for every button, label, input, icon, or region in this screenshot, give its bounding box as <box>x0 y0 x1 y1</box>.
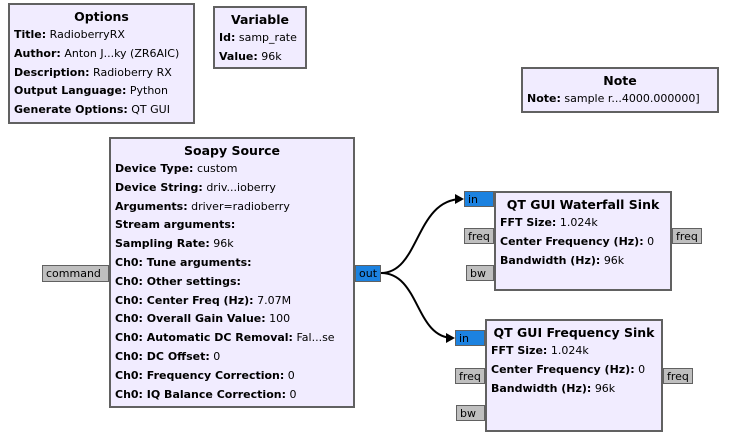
soapy-row: Ch0: Other settings: <box>115 274 241 288</box>
options-row: Description: Radioberry RX <box>14 65 172 79</box>
soapy-source-block[interactable]: Soapy Source Device Type: custom Device … <box>109 137 355 408</box>
options-row: Generate Options: QT GUI <box>14 103 170 117</box>
freqsink-row: Bandwidth (Hz): 96k <box>491 381 616 395</box>
variable-title: Variable <box>230 12 290 27</box>
options-block[interactable]: Options Title: RadioberryRX Author: Anto… <box>8 3 195 124</box>
wire-to-waterfall[interactable] <box>380 198 463 274</box>
waterfall-freq-in-port[interactable]: freq <box>464 228 494 244</box>
soapy-row: Sampling Rate: 96k <box>115 237 234 251</box>
soapy-out-port[interactable]: out <box>355 265 381 282</box>
soapy-command-port[interactable]: command <box>42 265 109 282</box>
variable-row: Id: samp_rate <box>219 31 297 44</box>
waterfall-sink-title: QT GUI Waterfall Sink <box>506 197 660 212</box>
options-row: Output Language: Python <box>14 84 168 98</box>
soapy-row: Ch0: Center Freq (Hz): 7.07M <box>115 293 292 307</box>
options-row: Author: Anton J...ky (ZR6AIC) <box>14 46 180 60</box>
options-row: Title: RadioberryRX <box>14 28 125 41</box>
frequency-sink-block[interactable]: QT GUI Frequency Sink FFT Size: 1.024k C… <box>485 319 663 432</box>
wire-to-freqsink[interactable] <box>380 272 454 339</box>
arrow-head-waterfall <box>455 194 464 204</box>
waterfall-row: Bandwidth (Hz): 96k <box>500 253 625 267</box>
arrow-head-freqsink <box>446 333 455 343</box>
freqsink-freq-out-port[interactable]: freq <box>663 368 693 384</box>
soapy-row: Device String: driv...ioberry <box>115 180 276 194</box>
soapy-source-title: Soapy Source <box>183 143 280 158</box>
waterfall-freq-out-port[interactable]: freq <box>672 228 702 244</box>
freqsink-row: Center Frequency (Hz): 0 <box>491 362 646 376</box>
freqsink-bw-port[interactable]: bw <box>456 405 485 421</box>
variable-row: Value: 96k <box>219 49 282 63</box>
soapy-row: Ch0: DC Offset: 0 <box>115 349 221 363</box>
frequency-sink-title: QT GUI Frequency Sink <box>493 325 655 340</box>
waterfall-row: Center Frequency (Hz): 0 <box>500 234 655 248</box>
waterfall-row: FFT Size: 1.024k <box>500 216 598 229</box>
note-block[interactable]: Note Note: sample r...4000.000000] <box>521 67 719 113</box>
freqsink-row: FFT Size: 1.024k <box>491 344 589 357</box>
freqsink-in-port[interactable]: in <box>455 330 485 346</box>
soapy-row: Ch0: Frequency Correction: 0 <box>115 368 295 382</box>
soapy-row: Stream arguments: <box>115 218 236 232</box>
options-title: Options <box>74 9 129 24</box>
soapy-row: Ch0: Automatic DC Removal: Fal...se <box>115 331 335 345</box>
soapy-row: Device Type: custom <box>115 162 238 175</box>
note-row: Note: sample r...4000.000000] <box>527 92 700 105</box>
note-title: Note <box>603 73 637 88</box>
soapy-row: Ch0: Overall Gain Value: 100 <box>115 312 291 326</box>
waterfall-sink-block[interactable]: QT GUI Waterfall Sink FFT Size: 1.024k C… <box>494 191 672 291</box>
soapy-row: Ch0: IQ Balance Correction: 0 <box>115 387 297 401</box>
variable-block[interactable]: Variable Id: samp_rate Value: 96k <box>213 6 307 69</box>
soapy-row: Arguments: driver=radioberry <box>115 199 290 213</box>
freqsink-freq-in-port[interactable]: freq <box>455 368 485 384</box>
soapy-row: Ch0: Tune arguments: <box>115 255 252 269</box>
waterfall-in-port[interactable]: in <box>464 191 494 207</box>
waterfall-bw-port[interactable]: bw <box>466 265 494 281</box>
